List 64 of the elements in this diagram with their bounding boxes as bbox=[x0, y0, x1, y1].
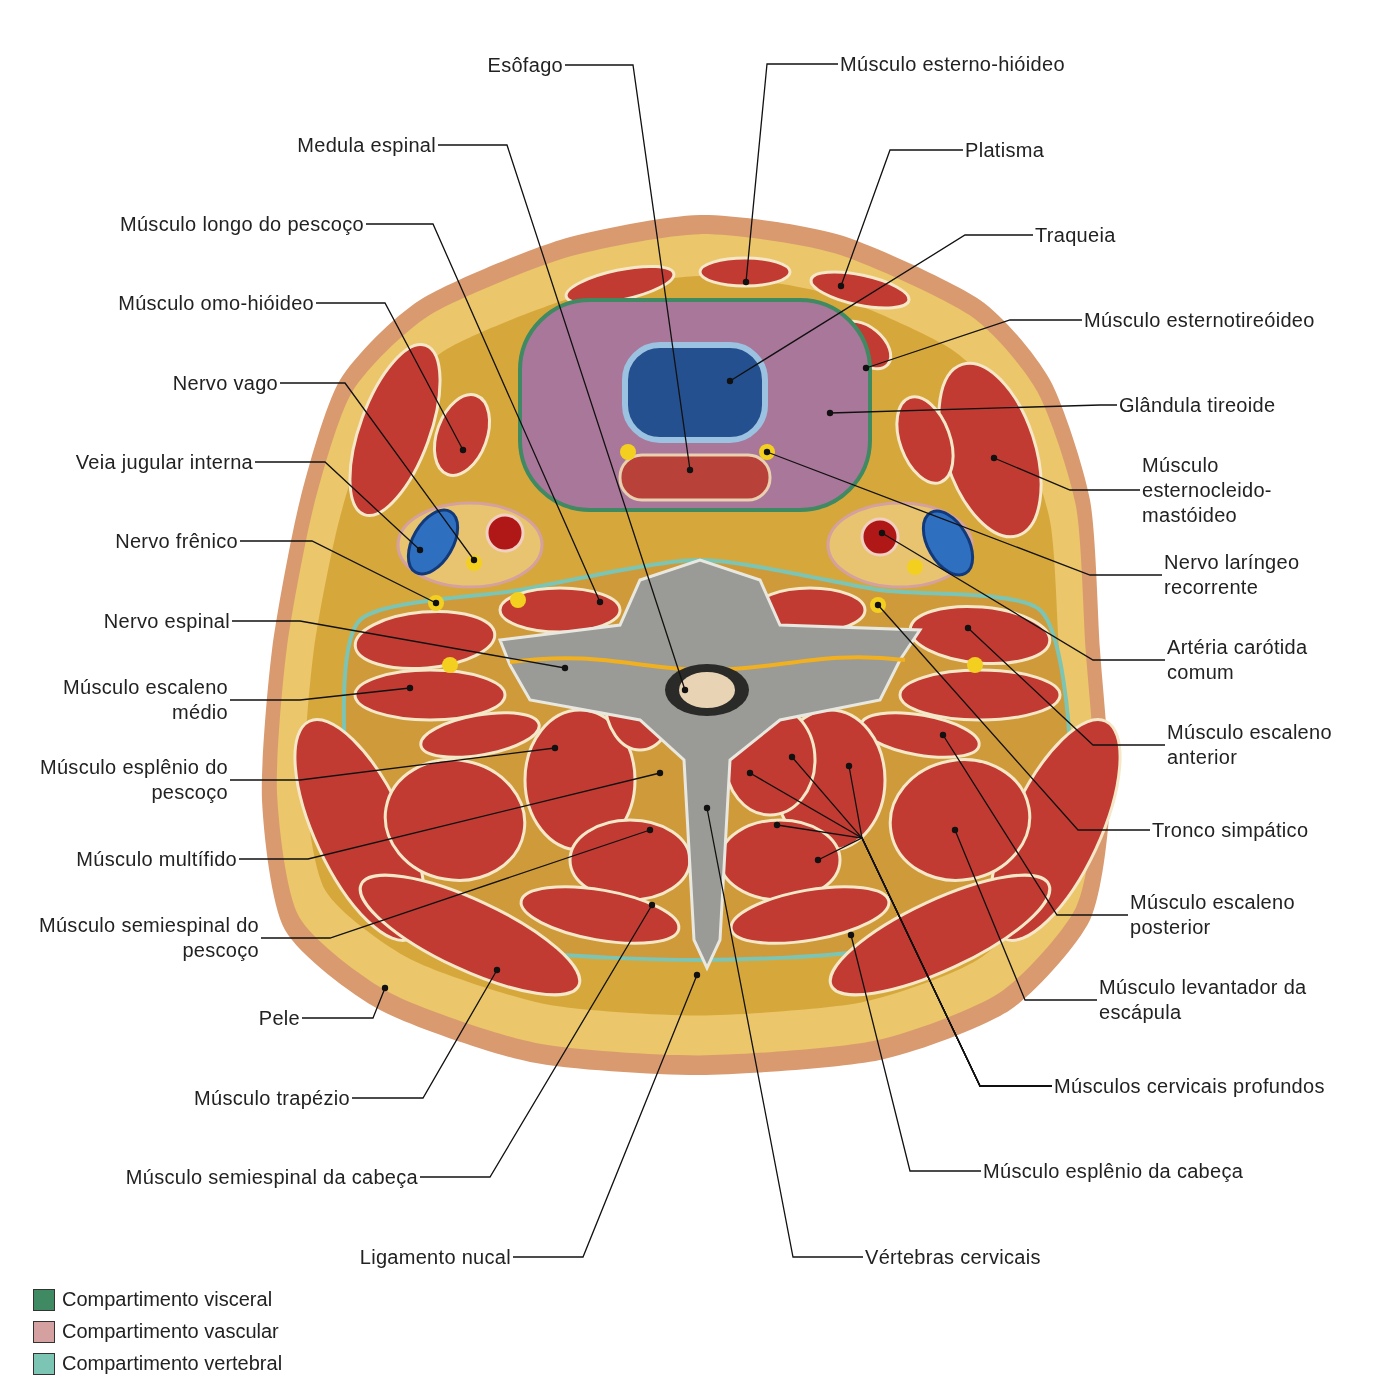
anatomy-label: Músculo trapézio bbox=[192, 1085, 352, 1111]
leader-line bbox=[231, 620, 569, 672]
anatomy-label: Vértebras cervicais bbox=[863, 1244, 1043, 1270]
anatomy-label: Músculo longo do pescoço bbox=[117, 211, 366, 237]
legend-label: Compartimento vertebral bbox=[62, 1352, 283, 1375]
leader-line bbox=[229, 744, 559, 781]
leader-line bbox=[419, 901, 656, 1178]
anatomy-label: Músculo escaleno posterior bbox=[1128, 890, 1332, 940]
anatomy-label: Músculo esplênio do pescoço bbox=[26, 755, 230, 805]
anatomy-label: Pele bbox=[256, 1005, 302, 1031]
leader-line bbox=[837, 149, 964, 290]
leader-line bbox=[847, 931, 982, 1172]
anatomy-label: Artéria carótida comum bbox=[1165, 635, 1339, 685]
leader-line bbox=[437, 144, 689, 694]
anatomy-label: Esôfago bbox=[485, 52, 565, 78]
leader-line bbox=[964, 624, 1166, 746]
leader-line bbox=[365, 223, 604, 606]
leader-line bbox=[703, 804, 864, 1258]
anatomy-label: Músculo levantador da escápula bbox=[1097, 975, 1331, 1025]
anatomy-label: Nervo vago bbox=[170, 370, 280, 396]
anatomy-label: Músculo semiespinal do pescoço bbox=[27, 913, 261, 963]
anatomy-label: Traqueia bbox=[1033, 222, 1118, 248]
anatomy-label: Glândula tireoide bbox=[1117, 392, 1278, 418]
anatomy-label: Nervo frênico bbox=[113, 528, 240, 554]
anatomy-label: Músculo multífido bbox=[74, 846, 239, 872]
legend-label: Compartimento vascular bbox=[62, 1320, 279, 1343]
leader-line bbox=[239, 540, 440, 607]
leader-line bbox=[763, 448, 1163, 576]
anatomy-label: Músculo omo-hióideo bbox=[116, 290, 316, 316]
leader-line bbox=[990, 454, 1141, 491]
leader-line bbox=[301, 984, 389, 1019]
leader-line bbox=[229, 684, 414, 701]
anatomy-label: Músculo esternocleido-mastóideo bbox=[1140, 452, 1314, 528]
anatomy-label: Músculo esplênio da cabeça bbox=[981, 1158, 1246, 1184]
anatomy-label: Músculo esternotireóideo bbox=[1082, 307, 1317, 333]
anatomy-label: Veia jugular interna bbox=[73, 449, 255, 475]
leader-line bbox=[874, 601, 1151, 831]
leader-line bbox=[826, 404, 1118, 417]
anatomy-label: Nervo laríngeo recorrente bbox=[1162, 550, 1336, 600]
leader-line bbox=[315, 302, 467, 454]
leader-line bbox=[254, 461, 424, 554]
anatomy-label: Músculos cervicais profundos bbox=[1052, 1073, 1327, 1099]
anatomy-label: Músculo escaleno anterior bbox=[1165, 720, 1369, 770]
anatomy-label: Nervo espinal bbox=[101, 608, 232, 634]
leader-line bbox=[564, 64, 694, 474]
anatomy-label: Medula espinal bbox=[295, 132, 438, 158]
leader-line bbox=[939, 731, 1129, 916]
anatomy-label: Platisma bbox=[963, 137, 1047, 163]
anatomy-label: Músculo semiespinal da cabeça bbox=[123, 1164, 420, 1190]
leader-line bbox=[878, 529, 1166, 661]
leader-line bbox=[512, 971, 701, 1258]
leader-line bbox=[260, 826, 654, 939]
anatomy-label: Músculo esterno-hióideo bbox=[838, 51, 1067, 77]
leader-line bbox=[726, 234, 1034, 385]
anatomy-label: Tronco simpático bbox=[1150, 817, 1311, 843]
anatomy-label: Ligamento nucal bbox=[357, 1244, 513, 1270]
leader-line bbox=[862, 319, 1083, 372]
leader-line bbox=[742, 63, 839, 286]
leader-line bbox=[951, 826, 1098, 1001]
leader-line bbox=[279, 382, 478, 564]
leader-line bbox=[238, 769, 664, 860]
legend-label: Compartimento visceral bbox=[62, 1288, 273, 1311]
leader-line bbox=[351, 966, 501, 1099]
anatomy-label: Músculo escaleno médio bbox=[26, 675, 230, 725]
